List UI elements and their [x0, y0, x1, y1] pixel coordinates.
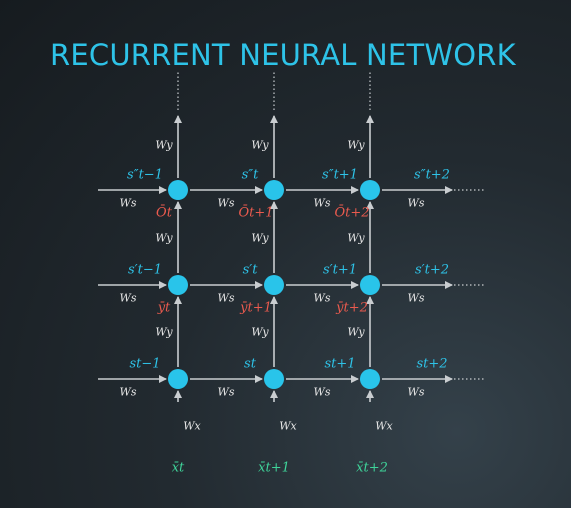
state-label-middle-2: s′t+1: [322, 262, 358, 278]
weight-ws-top-1: Ws: [217, 196, 235, 210]
weight-ws-bottom-2: Ws: [313, 385, 331, 399]
node-middle-1: [264, 275, 284, 295]
node-middle-2: [360, 275, 380, 295]
node-top-0: [168, 180, 188, 200]
weight-wy-2-2: Wy: [347, 325, 365, 339]
weight-ws-middle-1: Ws: [217, 291, 235, 305]
input-label-2: x̄t+2: [356, 460, 388, 476]
weight-ws-bottom-1: Ws: [217, 385, 235, 399]
state-label-top-1: s″t: [241, 167, 259, 183]
weight-ws-middle-3: Ws: [407, 291, 425, 305]
input-label-1: x̄t+1: [258, 460, 290, 476]
weight-wy-0-0: Wy: [155, 138, 173, 152]
state-label-middle-1: s′t: [242, 262, 258, 278]
weight-ws-top-2: Ws: [313, 196, 331, 210]
input-label-0: x̄t: [171, 460, 185, 476]
output-label-middle-0: ȳt: [157, 300, 171, 316]
node-bottom-0: [168, 369, 188, 389]
state-label-top-3: s″t+2: [414, 167, 450, 183]
weight-ws-bottom-3: Ws: [407, 385, 425, 399]
weight-wy-0-2: Wy: [155, 325, 173, 339]
output-label-middle-2: ȳt+2: [336, 300, 368, 316]
state-label-bottom-3: st+2: [416, 356, 448, 372]
state-label-top-0: s″t−1: [127, 167, 163, 183]
node-bottom-1: [264, 369, 284, 389]
state-label-middle-3: s′t+2: [414, 262, 450, 278]
weight-wy-1-2: Wy: [251, 325, 269, 339]
state-label-middle-0: s′t−1: [127, 262, 163, 278]
weight-ws-middle-0: Ws: [119, 291, 137, 305]
output-label-top-2: Ōt+2: [334, 205, 370, 221]
state-label-bottom-2: st+1: [324, 356, 356, 372]
weight-wy-1-0: Wy: [251, 138, 269, 152]
node-top-1: [264, 180, 284, 200]
state-label-top-2: s″t+1: [322, 167, 358, 183]
weight-wx-2: Wx: [375, 419, 393, 433]
diagram-title: RECURRENT NEURAL NETWORK: [50, 38, 516, 72]
state-label-bottom-0: st−1: [129, 356, 161, 372]
weight-wx-0: Wx: [183, 419, 201, 433]
weight-wy-0-1: Wy: [155, 231, 173, 245]
output-label-top-1: Ōt+1: [238, 205, 274, 221]
node-top-2: [360, 180, 380, 200]
weight-ws-top-3: Ws: [407, 196, 425, 210]
weight-wy-2-1: Wy: [347, 231, 365, 245]
weight-wy-1-1: Wy: [251, 231, 269, 245]
state-label-bottom-1: st: [244, 356, 256, 372]
output-label-middle-1: ȳt+1: [240, 300, 272, 316]
node-middle-0: [168, 275, 188, 295]
weight-ws-middle-2: Ws: [313, 291, 331, 305]
weight-wx-1: Wx: [279, 419, 297, 433]
node-bottom-2: [360, 369, 380, 389]
output-label-top-0: Ōt: [156, 205, 172, 221]
weight-wy-2-0: Wy: [347, 138, 365, 152]
weight-ws-bottom-0: Ws: [119, 385, 137, 399]
weight-ws-top-0: Ws: [119, 196, 137, 210]
